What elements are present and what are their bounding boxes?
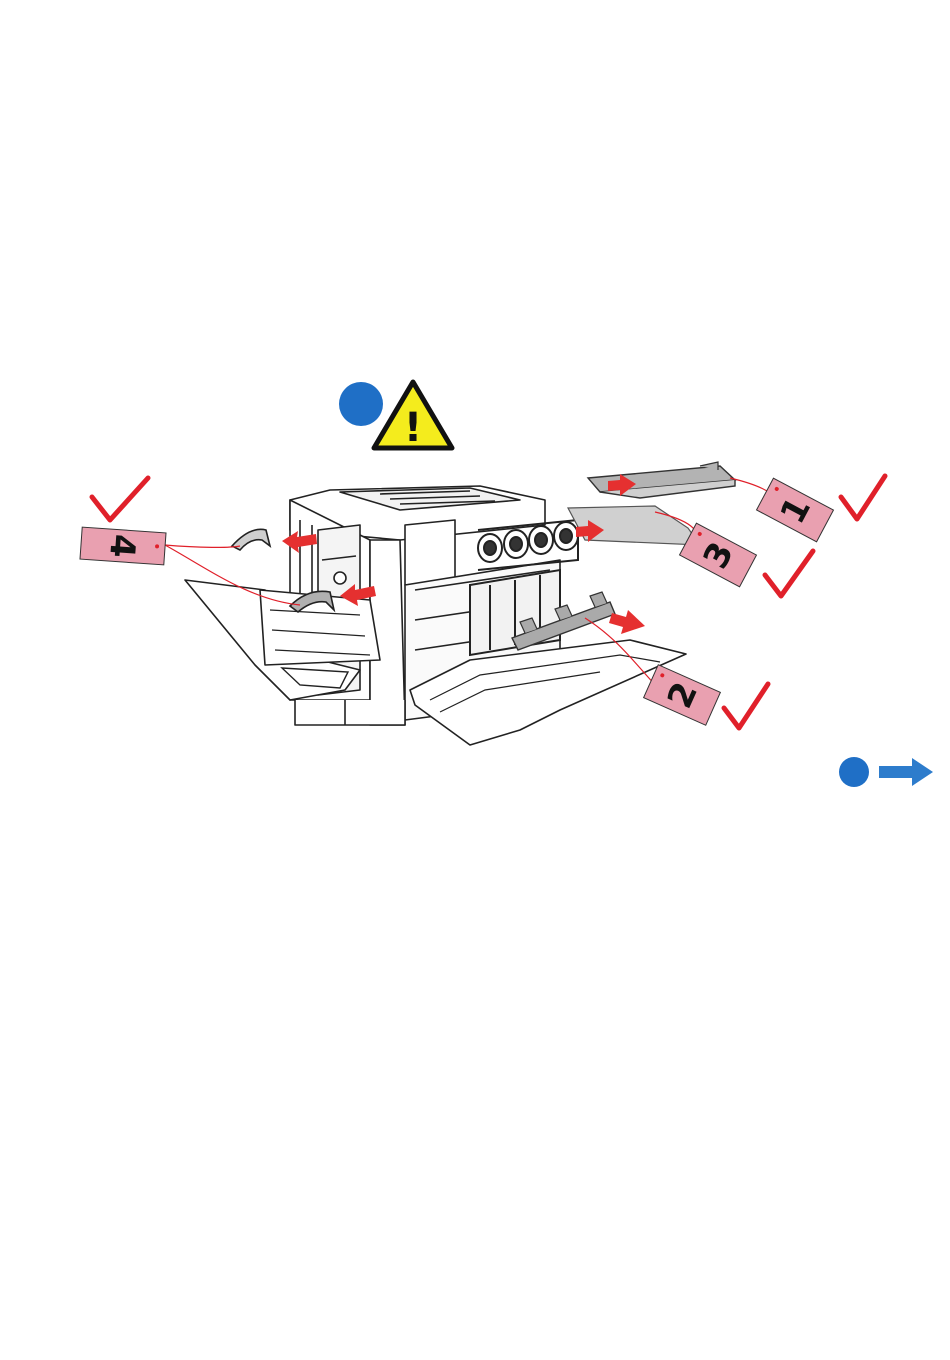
check-icon xyxy=(765,551,813,596)
next-step-dot-icon xyxy=(839,757,869,787)
check-icon xyxy=(841,476,885,519)
packing-part-3 xyxy=(568,506,700,545)
warning-symbol: ! xyxy=(404,405,422,451)
check-icon xyxy=(724,684,768,728)
next-arrow-icon[interactable] xyxy=(879,758,933,786)
tag-4-number: 4 xyxy=(101,533,143,559)
check-icon xyxy=(92,478,148,520)
tag-3: 3 xyxy=(680,523,757,587)
warning-icon: ! xyxy=(374,382,452,451)
step-dot-icon xyxy=(339,382,383,426)
tag-1: 1 xyxy=(757,478,834,542)
tag-2: 2 xyxy=(644,665,721,726)
tag-4: 4 xyxy=(80,527,166,565)
packing-part-1 xyxy=(588,462,735,498)
